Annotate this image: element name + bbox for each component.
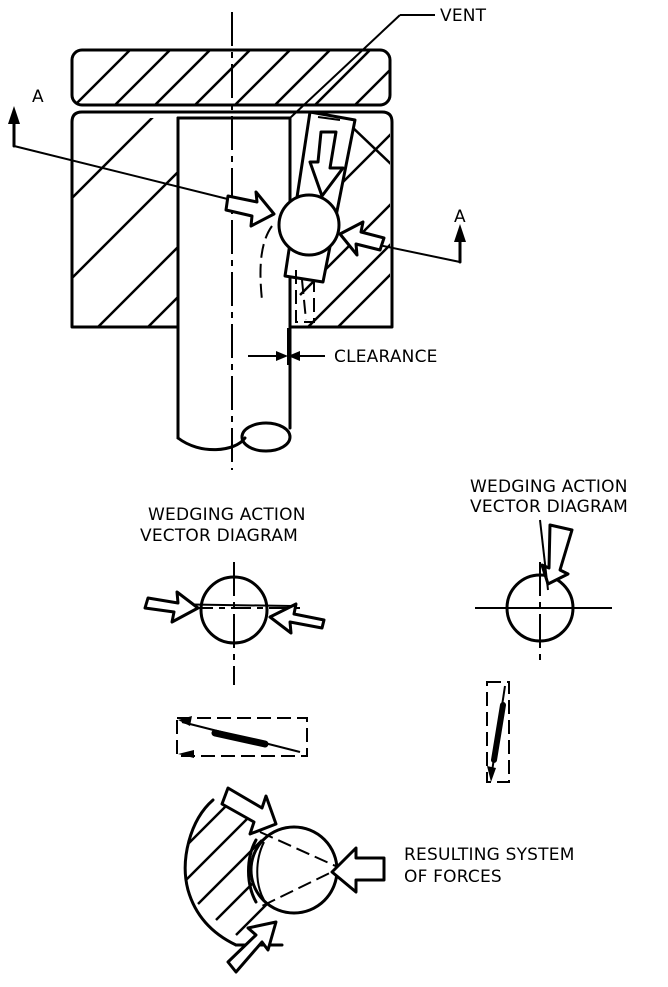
section-label-left: A xyxy=(32,87,44,107)
right-vector-circle xyxy=(475,519,612,665)
section-label-right: A xyxy=(454,207,466,227)
clearance-label: CLEARANCE xyxy=(334,347,438,367)
right-force-triangle xyxy=(486,681,510,783)
clearance-dimension xyxy=(248,328,325,365)
wedging-left-title-2: VECTOR DIAGRAM xyxy=(140,526,298,546)
force-arrow-right xyxy=(338,220,386,257)
resulting-label-1: RESULTING SYSTEM xyxy=(404,845,575,865)
wedging-left-title-1: WEDGING ACTION xyxy=(148,505,306,525)
left-vector-circle xyxy=(143,562,326,685)
resulting-label-2: OF FORCES xyxy=(404,867,502,887)
left-force-triangle xyxy=(176,716,308,758)
dashed-displacement xyxy=(259,225,315,323)
wedging-right-title-1: WEDGING ACTION xyxy=(470,477,628,497)
plunger-rod xyxy=(176,116,292,453)
force-arrow-left xyxy=(224,190,276,228)
resulting-system xyxy=(183,786,386,974)
top-cap xyxy=(70,48,392,107)
ball xyxy=(277,193,341,257)
wedging-right-title-2: VECTOR DIAGRAM xyxy=(470,497,628,517)
section-line-a-a xyxy=(8,106,466,264)
vent-leader xyxy=(289,14,435,119)
vent-label: VENT xyxy=(440,6,487,26)
